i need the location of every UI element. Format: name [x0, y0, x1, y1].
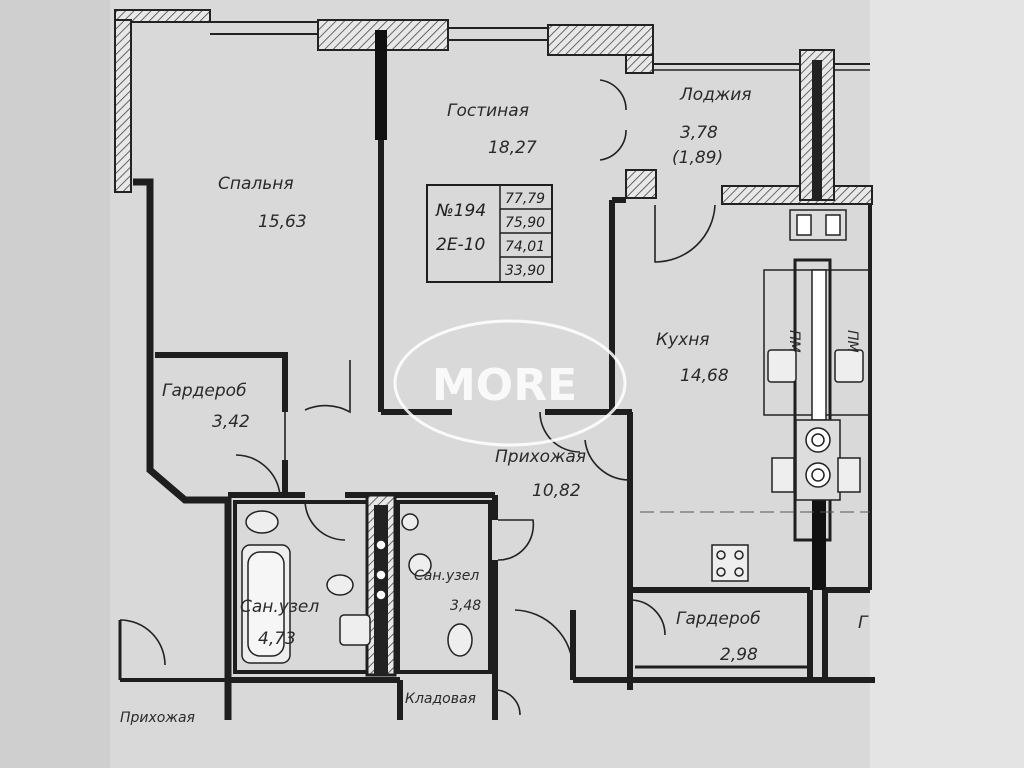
room-label-fragment: Г: [858, 613, 869, 633]
room-area-kitchen: 14,68: [680, 366, 729, 386]
room-label-kitchen: Кухня: [656, 330, 710, 350]
toilet-icon: [447, 623, 473, 657]
table-value: 77,79: [505, 191, 545, 207]
toilet-icon: [245, 510, 279, 534]
paper-right: [870, 0, 1024, 768]
room-label-bedroom: Спальня: [218, 174, 294, 194]
stove-icon: [711, 544, 749, 582]
room-area-loggia: 3,78: [680, 123, 718, 143]
sink-icon: [408, 553, 432, 577]
room-area-loggia-reduced: (1,89): [672, 148, 723, 168]
room-label-storage: Кладовая: [405, 691, 476, 707]
paper-left-shadow: [0, 0, 110, 768]
room-label-bath2: Сан.узел: [414, 568, 479, 584]
sink-icon: [767, 349, 797, 383]
room-area-wardrobe2: 2,98: [720, 645, 758, 665]
room-label-hall: Прихожая: [495, 447, 586, 467]
room-label-wardrobe: Гардероб: [162, 381, 247, 401]
apartment-table: [426, 184, 553, 283]
outer-walls: [114, 9, 873, 205]
pm-mark: ПМ: [844, 330, 860, 353]
table-value: 33,90: [505, 263, 545, 279]
watermark-text: MORE: [432, 360, 577, 411]
room-label-loggia: Лоджия: [679, 85, 752, 105]
room-area-wardrobe: 3,42: [212, 412, 250, 432]
toilet-icon: [326, 574, 354, 596]
apartment-type: 2Е-10: [436, 235, 485, 255]
room-area-hall: 10,82: [532, 481, 581, 501]
room-label-bath1: Сан.узел: [240, 597, 319, 617]
sink-icon: [339, 614, 371, 646]
apartment-number: №194: [435, 201, 486, 221]
room-label-neighbor-hall: Прихожая: [120, 710, 195, 726]
table-value: 74,01: [505, 239, 545, 255]
room-area-bedroom: 15,63: [258, 212, 307, 232]
table-value: 75,90: [505, 215, 545, 231]
room-area-living: 18,27: [488, 138, 537, 158]
pm-mark: ПМ: [786, 330, 802, 353]
sink-icon: [834, 349, 864, 383]
doors: [119, 79, 716, 716]
room-area-bath1: 4,73: [258, 629, 296, 649]
room-label-wardrobe2: Гардероб: [676, 609, 761, 629]
room-label-living: Гостиная: [447, 101, 529, 121]
watermark-logo: MORE: [393, 319, 627, 447]
room-area-bath2: 3,48: [450, 598, 481, 614]
fixtures: [241, 209, 870, 664]
